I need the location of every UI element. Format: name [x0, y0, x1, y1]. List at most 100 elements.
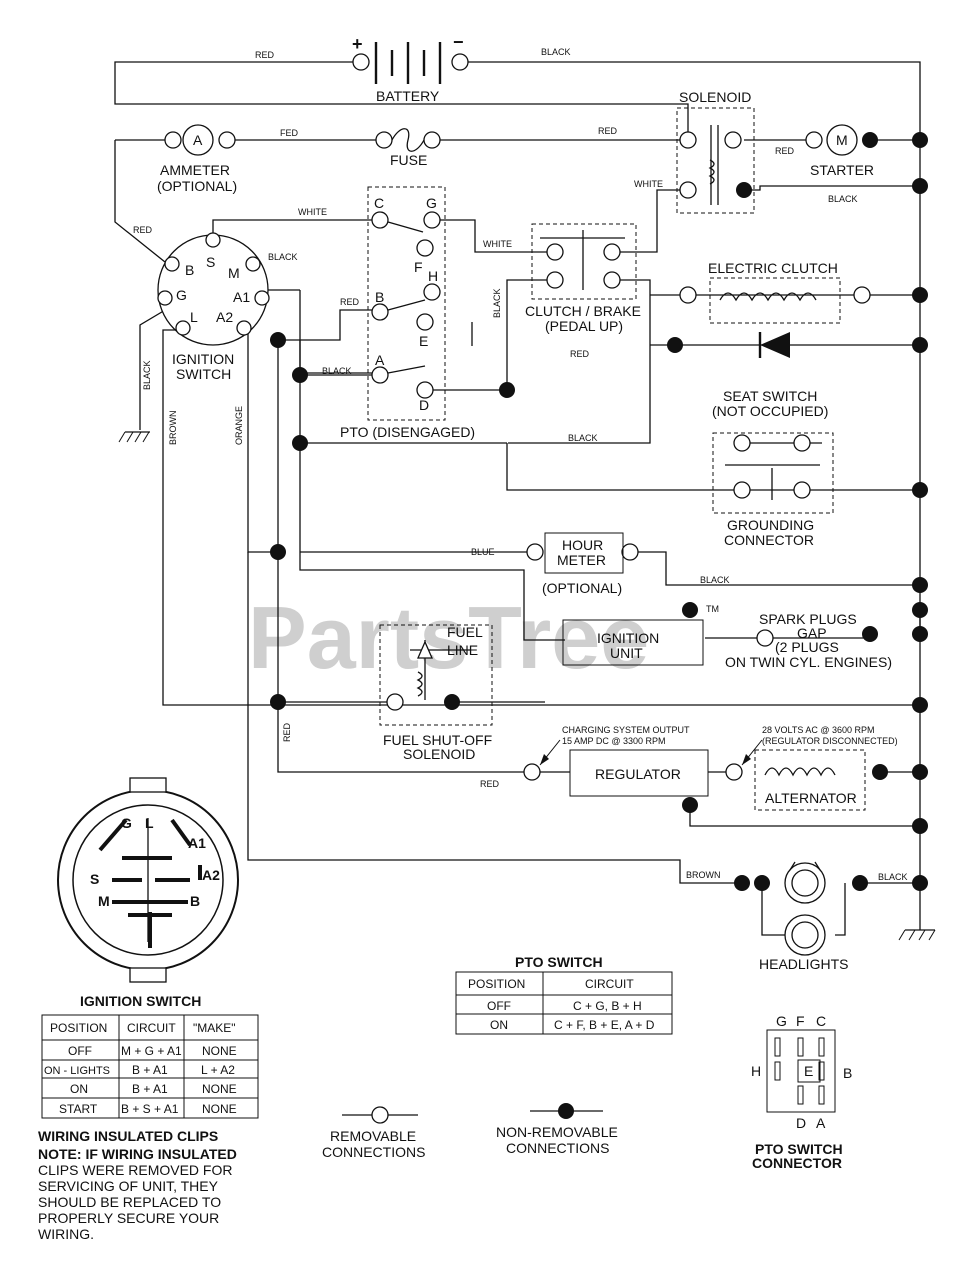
battery: + − BATTERY — [352, 32, 469, 104]
solenoid-label: SOLENOID — [679, 89, 751, 105]
starter: M STARTER — [805, 124, 878, 178]
pto-term-c: C — [374, 195, 384, 211]
pto-connector-title-2: CONNECTOR — [752, 1155, 842, 1171]
pto-term-e: E — [419, 333, 428, 349]
pto-conn-b: B — [843, 1065, 852, 1081]
wiring-note-line-6: WIRING. — [38, 1226, 94, 1242]
pto-conn-f: F — [796, 1013, 805, 1029]
grounding-label: GROUNDING — [727, 517, 814, 533]
legend-removable-1: REMOVABLE — [330, 1128, 416, 1144]
wire-labels: RED BLACK FED RED RED BLACK WHITE WHITE … — [133, 47, 908, 882]
conn-term-l: L — [145, 815, 154, 831]
spark-plugs-label: SPARK PLUGS — [759, 611, 857, 627]
legend-nonremovable-2: CONNECTIONS — [506, 1140, 609, 1156]
conn-term-a2: A2 — [202, 867, 220, 883]
wire-label-brown: BROWN — [686, 870, 721, 880]
wire-label-black-clutch: BLACK — [492, 288, 502, 318]
ign-r2-c2: NONE — [202, 1082, 237, 1096]
electric-clutch: ELECTRIC CLUTCH — [667, 260, 928, 358]
ign-term-m: M — [228, 265, 240, 281]
wire-label-red-starter: RED — [775, 146, 795, 156]
pto-conn-c: C — [816, 1013, 826, 1029]
wire-label-black-m: BLACK — [268, 252, 298, 262]
wire-label-black-a: BLACK — [322, 366, 352, 376]
ign-term-a2: A2 — [216, 309, 233, 325]
battery-label: BATTERY — [376, 88, 440, 104]
pto-term-f: F — [414, 259, 423, 275]
wire-label-black-solenoid: BLACK — [828, 194, 858, 204]
pto-connector-title-1: PTO SWITCH — [755, 1141, 843, 1157]
pto-conn-e: E — [804, 1063, 813, 1079]
wire-label-red-top: RED — [255, 50, 275, 60]
ignition-unit-label-2: UNIT — [610, 645, 643, 661]
fuel-solenoid: FUEL LINE FUEL SHUT-OFF SOLENOID — [379, 624, 493, 762]
ign-th-make: "MAKE" — [193, 1021, 236, 1035]
fuse: FUSE — [375, 128, 441, 168]
ign-r2-c0: ON — [70, 1082, 88, 1096]
legend-nonremovable-1: NON-REMOVABLE — [496, 1124, 618, 1140]
clutch-brake: CLUTCH / BRAKE (PEDAL UP) — [525, 223, 641, 334]
charging-output-2: 15 AMP DC @ 3300 RPM — [562, 736, 666, 746]
wire-label-blue: BLUE — [471, 547, 495, 557]
wire-label-black-hour: BLACK — [700, 575, 730, 585]
ign-r0-c0: OFF — [68, 1044, 92, 1058]
wire-label-black-head: BLACK — [878, 872, 908, 882]
solenoid: SOLENOID — [676, 89, 755, 214]
headlights-label: HEADLIGHTS — [759, 956, 848, 972]
wire-label-red-reg: RED — [480, 779, 500, 789]
ammeter: A AMMETER (OPTIONAL) — [157, 124, 237, 194]
alternator: ALTERNATOR — [754, 749, 866, 811]
ign-th-circuit: CIRCUIT — [127, 1021, 176, 1035]
charging-output-1: CHARGING SYSTEM OUTPUT — [562, 725, 690, 735]
pto-r0-c0: OFF — [487, 999, 511, 1013]
wire-label-red-ign: RED — [133, 225, 153, 235]
ignition-connector: G L A1 A2 S M B — [57, 777, 239, 983]
alternator-note-1: 28 VOLTS AC @ 3600 RPM — [762, 725, 875, 735]
hour-meter: HOUR METER (OPTIONAL) — [526, 532, 639, 596]
pto-label: PTO (DISENGAGED) — [340, 424, 475, 440]
wire-label-white-solenoid: WHITE — [634, 179, 663, 189]
pto-term-d: D — [419, 397, 429, 413]
ign-th-position: POSITION — [50, 1021, 107, 1035]
fuel-solenoid-label-2: SOLENOID — [403, 746, 475, 762]
wiring-note-title: WIRING INSULATED CLIPS — [38, 1128, 218, 1144]
headlights: HEADLIGHTS — [734, 861, 868, 972]
ignition-unit: IGNITION UNIT SPARK PLUGS GAP (2 PLUGS O… — [562, 602, 892, 670]
pto-conn-g: G — [776, 1013, 787, 1029]
alternator-note-2: (REGULATOR DISCONNECTED) — [762, 736, 898, 746]
pto-conn-a: A — [816, 1115, 826, 1131]
wire-label-red-solenoid: RED — [598, 126, 618, 136]
ammeter-optional: (OPTIONAL) — [157, 178, 237, 194]
fuel-solenoid-label-1: FUEL SHUT-OFF — [383, 732, 492, 748]
pto-r0-c1: C + G, B + H — [573, 999, 642, 1013]
ignition-label-1: IGNITION — [172, 351, 234, 367]
ign-r2-c1: B + A1 — [132, 1082, 168, 1096]
pto-th-circuit: CIRCUIT — [585, 977, 634, 991]
ign-r0-c1: M + G + A1 — [121, 1044, 182, 1058]
grounding-sub: CONNECTOR — [724, 532, 814, 548]
wire-label-black-top: BLACK — [541, 47, 571, 57]
ign-r3-c2: NONE — [202, 1102, 237, 1116]
watermark-tm: TM — [706, 604, 719, 614]
ignition-table-title: IGNITION SWITCH — [80, 993, 201, 1009]
fuse-label: FUSE — [390, 152, 427, 168]
battery-plus: + — [352, 34, 363, 54]
wire-label-red-pto: RED — [340, 297, 360, 307]
wiring-note-line-1: NOTE: IF WIRING INSULATED — [38, 1146, 237, 1162]
ignition-switch: B S M G A1 L A2 IGNITION SWITCH — [157, 232, 270, 382]
junction-dots — [270, 132, 928, 891]
conn-term-b: B — [190, 893, 200, 909]
regulator: REGULATOR CHARGING SYSTEM OUTPUT 15 AMP … — [523, 725, 898, 813]
spark-plugs-count: (2 PLUGS — [775, 639, 839, 655]
starter-label: STARTER — [810, 162, 874, 178]
wire-label-orange: ORANGE — [234, 406, 244, 445]
spark-plugs-note: ON TWIN CYL. ENGINES) — [725, 654, 892, 670]
conn-term-g: G — [121, 815, 132, 831]
ign-term-l: L — [190, 309, 198, 325]
wiring-note-line-2: CLIPS WERE REMOVED FOR — [38, 1162, 232, 1178]
ignition-unit-label-1: IGNITION — [597, 630, 659, 646]
conn-term-s: S — [90, 871, 99, 887]
ign-r0-c2: NONE — [202, 1044, 237, 1058]
clutch-brake-sub: (PEDAL UP) — [545, 318, 623, 334]
